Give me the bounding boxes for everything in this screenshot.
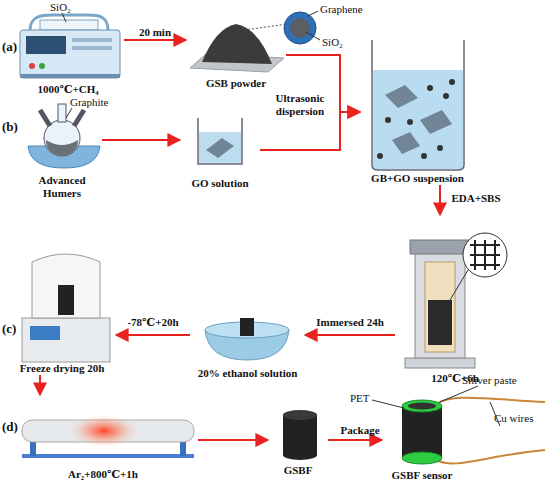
tube-furnace (22, 415, 194, 458)
panel-label: (d) (2, 420, 18, 433)
process-step: Advanced Humers (22, 95, 102, 200)
autoclave (405, 233, 507, 368)
go-beaker (198, 118, 242, 164)
process-step: GSBF sensor (382, 392, 462, 482)
process-arrow (116, 334, 190, 336)
cvd-furnace (20, 13, 120, 78)
panel-label: (b) (2, 120, 18, 133)
process-arrow (439, 185, 441, 215)
callout-label: Cu wires (494, 412, 533, 425)
freeze-dryer (22, 254, 110, 362)
callout-label: Graphite (70, 96, 108, 109)
reaction-flask (28, 104, 100, 168)
step-caption: Ar₂+800℃+1h (68, 468, 138, 481)
callout-label: SiO₂ (322, 36, 343, 49)
process-step: GB+GO suspension (360, 30, 475, 185)
step-caption: GSB powder (206, 77, 266, 90)
callout-label: Graphene (320, 3, 363, 16)
arrow-label: Immersed 24h (310, 316, 390, 329)
step-caption: Freeze drying 20h (20, 362, 105, 375)
step-caption: GSBF sensor (391, 469, 452, 482)
process-step: GO solution (180, 110, 260, 190)
ethanol-dish (205, 318, 289, 360)
process-step: 1000℃+CH₄ (12, 14, 124, 96)
callout-label: Siliver paste (462, 374, 517, 387)
process-step: Freeze drying 20h (8, 240, 116, 375)
process-arrow (198, 439, 268, 441)
arrow-label: Package (332, 424, 388, 437)
process-step: 120℃+6h (395, 215, 515, 385)
step-caption: 20% ethanol solution (198, 367, 298, 380)
process-arrow (124, 39, 186, 41)
process-arrow (328, 439, 382, 441)
arrow-label: EDA+SBS (446, 192, 506, 205)
process-step: GSB powder (186, 22, 286, 90)
step-caption: GSBF (284, 464, 313, 477)
process-step: GSBF (268, 405, 328, 477)
arrow-label: 20 min (130, 26, 180, 39)
process-arrow (39, 375, 41, 395)
arrow-label: Ultrasonic dispersion (262, 92, 338, 118)
material-label: SiO₂ (50, 1, 71, 14)
step-caption: GB+GO suspension (371, 172, 464, 185)
step-caption: GO solution (191, 177, 248, 190)
step-caption: Advanced Humers (22, 174, 102, 200)
step-caption: 1000℃+CH₄ (37, 83, 98, 96)
process-arrow (102, 139, 180, 141)
process-arrow (260, 112, 360, 150)
arrow-label: -78℃+20h (118, 316, 188, 329)
panel-label: (a) (2, 40, 17, 53)
gsbf-cylinder (283, 410, 317, 460)
process-step: 20% ethanol solution (190, 300, 305, 380)
gsb-powder-pile (190, 11, 320, 72)
process-step: Ar₂+800℃+1h (8, 395, 198, 481)
gsbf-sensor (372, 386, 545, 464)
suspension-beaker (372, 40, 464, 170)
process-arrow (305, 334, 395, 336)
callout-label: PET (350, 392, 370, 405)
panel-label: (c) (2, 322, 16, 335)
